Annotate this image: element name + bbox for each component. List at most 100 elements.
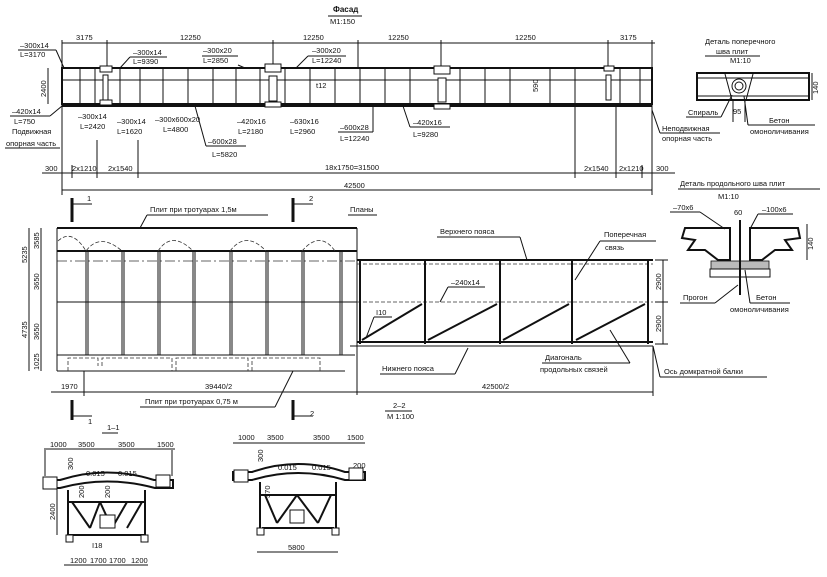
section-mark-label: 2 <box>310 409 314 418</box>
plate-length: L=12240 <box>340 134 369 143</box>
slope: 0.015 <box>118 469 137 478</box>
section-mark-2-top: 2 <box>291 194 313 222</box>
plate-length: L=1620 <box>117 127 142 136</box>
plate-label: –300x20 <box>312 46 341 55</box>
cross-beam-joints <box>99 63 615 110</box>
section-scale: М 1:100 <box>387 412 414 421</box>
plate-length: L=2960 <box>290 127 315 136</box>
concrete-label: Бетон <box>756 293 777 302</box>
slab-top-label: Плит при тротуарах 1,5м <box>150 205 237 214</box>
plate-label: –600x28 <box>340 123 369 132</box>
deck-slab <box>232 463 366 481</box>
plate-length: L=4800 <box>163 125 188 134</box>
dim-left: 3585 <box>32 232 41 249</box>
slab-joints <box>85 251 343 355</box>
main-girder <box>61 67 653 105</box>
slab-right <box>749 227 802 261</box>
dim-top: 3175 <box>76 33 93 42</box>
dim-left: 5235 <box>20 246 29 263</box>
dim-bottom: 42500/2 <box>482 382 509 391</box>
plate-label: –300x20 <box>203 46 232 55</box>
slab-bottom-label: Плит при тротуарах 0,75 м <box>145 397 238 406</box>
plate-label: –420x16 <box>237 117 266 126</box>
detail-title: Деталь поперечного <box>705 37 775 46</box>
dim-top: 3500 <box>78 440 95 449</box>
dim-top: 12250 <box>388 33 409 42</box>
dim-bottom: 300 <box>656 164 669 173</box>
dim-top: 1000 <box>50 440 67 449</box>
plate-length: L=5820 <box>212 150 237 159</box>
section-1-1: 1–1 1000 3500 3500 1500 0.015 0.015 300 … <box>42 423 175 566</box>
fixed-support-label: опорная часть <box>662 134 712 143</box>
beam-label: I10 <box>376 308 386 317</box>
dim-top: 1500 <box>347 433 364 442</box>
dim-bottom: 39440/2 <box>205 382 232 391</box>
cross-braces <box>359 260 649 344</box>
joint-gap: 95 <box>733 107 741 116</box>
slab-joint-section <box>696 72 810 101</box>
detail-height: 140 <box>811 81 820 94</box>
upper-chord-label: Верхнего пояса <box>440 227 495 236</box>
detail-scale: М1:10 <box>718 192 739 201</box>
purlin-label: Прогон <box>683 293 708 302</box>
deck-slab <box>44 471 174 489</box>
cross-brace-label: связь <box>605 243 624 252</box>
truss-frame <box>67 490 146 536</box>
dim-left: 3650 <box>32 323 41 340</box>
facade-title: Фасад <box>333 5 358 14</box>
detail-longitudinal-joint: Деталь продольного шва плит М1:10 –70x6 … <box>670 179 820 314</box>
dim-top: 3175 <box>620 33 637 42</box>
dim-top: 12250 <box>515 33 536 42</box>
dim-top: 3500 <box>118 440 135 449</box>
dim-bottom: 2x1210 <box>72 164 97 173</box>
spiral-label: Спираль <box>688 108 718 117</box>
dim-top: 12250 <box>180 33 201 42</box>
concrete-label: Бетон <box>769 116 790 125</box>
plate-label: –300x14 <box>133 48 162 57</box>
plate-label: –300x600x20 <box>155 115 200 124</box>
truss-frame <box>259 482 337 530</box>
section-2-2: 2–2 М 1:100 1000 3500 3500 1500 0.015 0.… <box>232 401 414 553</box>
section-mark-label: 2 <box>309 194 313 203</box>
plate-label: –420x14 <box>12 107 41 116</box>
movable-support-label: опорная часть <box>6 139 56 148</box>
concrete-label: омоноличивания <box>730 305 789 314</box>
dim-bottom: 2x1540 <box>584 164 609 173</box>
section-mark-2-bottom: 2 <box>291 400 314 420</box>
facade-scale: М1:150 <box>330 17 355 26</box>
concrete-label: омоноличивания <box>750 127 809 136</box>
diagonal-label: продольных связей <box>540 365 608 374</box>
plate-length: L=3170 <box>20 50 45 59</box>
joint-gap: 60 <box>734 208 742 217</box>
diagonal-label: Диагональ <box>545 353 582 362</box>
dim-bottom: 2x1540 <box>108 164 133 173</box>
detail-transverse-joint: Деталь поперечного шва плит М1:10 140 Сп… <box>686 37 820 136</box>
dim-bottom: 18x1750=31500 <box>325 163 379 172</box>
dim-total: 42500 <box>344 181 365 190</box>
web-thickness: t12 <box>316 81 326 90</box>
dim-bottom: 1970 <box>61 382 78 391</box>
plate-length: L=9390 <box>133 57 158 66</box>
detail-height: 140 <box>806 237 815 250</box>
slope: 0.015 <box>278 463 297 472</box>
plate-label: –240x14 <box>451 278 480 287</box>
slab-left <box>680 227 731 261</box>
detail-title: Деталь продольного шва плит <box>680 179 786 188</box>
plan-title: Планы <box>350 205 373 214</box>
facade-view: Фасад М1:150 3175 12250 12250 12250 1225… <box>5 5 720 195</box>
detail-title: шва плит <box>716 47 749 56</box>
dim-bottom: 1700 <box>90 556 107 565</box>
dim-left: 1025 <box>32 353 41 370</box>
dim-bottom: 1200 <box>70 556 87 565</box>
small-dim: 370 <box>263 485 272 498</box>
plate-label: –300x14 <box>117 117 146 126</box>
jack-axis-label: Ось домкратной балки <box>664 367 743 376</box>
plate-label: –300x14 <box>20 41 49 50</box>
plate-label: –300x14 <box>78 112 107 121</box>
cross-brace-label: Поперечная <box>604 230 646 239</box>
section-title: 1–1 <box>107 423 120 432</box>
section-height: 2400 <box>48 503 57 520</box>
dim-right: 2900 <box>654 315 663 332</box>
section-width: 5800 <box>288 543 305 552</box>
